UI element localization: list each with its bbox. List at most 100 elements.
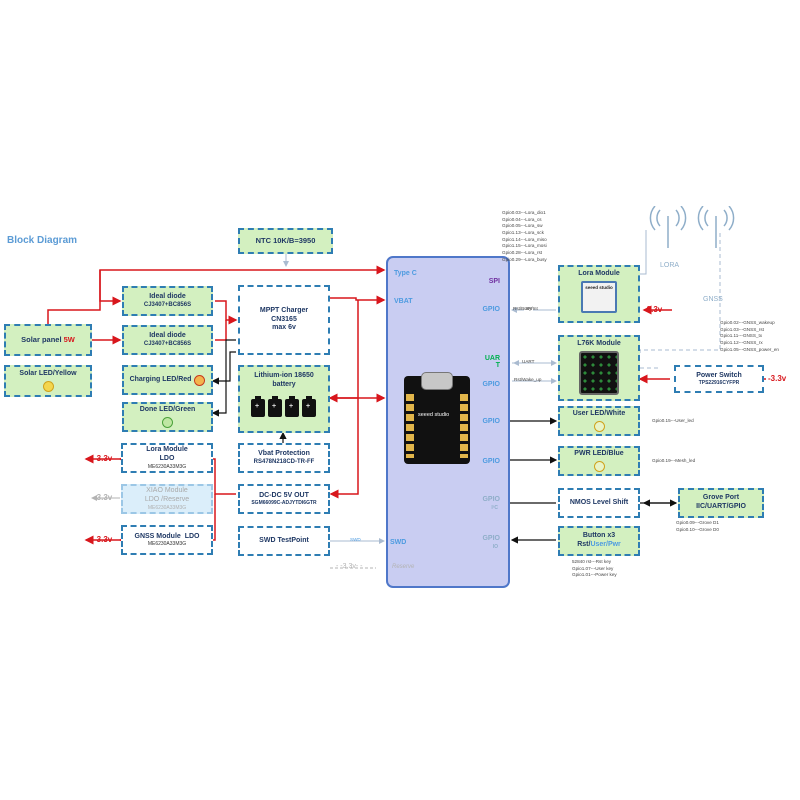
gnss-antenna-icon	[697, 206, 735, 248]
pin-uart-text2: T	[495, 362, 500, 369]
grove-pin-notes: Gpio0.09---Grove D1 Gpio0.10---Grove D0	[676, 520, 719, 533]
page-title: Block Diagram	[7, 235, 78, 246]
xiao-ldo-part: ME6230A33M3G	[147, 504, 187, 511]
swd-wire-label: SWD	[350, 537, 361, 542]
user-led-label: User LED/White	[572, 410, 626, 418]
led-icon	[593, 420, 605, 432]
note-line: Gpio1.15---Lora_mosi	[502, 243, 547, 249]
spi-wire-label: SPI	[524, 306, 534, 311]
v33-text: 3.3v	[770, 374, 787, 383]
note-line: Gpio1.11---GNSS_tx	[720, 333, 763, 339]
svg-text:+: +	[306, 403, 310, 410]
v33-text: 3.3v	[646, 305, 663, 314]
lora-module-box: Lora Module seeed studio	[558, 265, 640, 323]
gnss-ldo-title: GNSS Module LDO	[135, 533, 200, 542]
battery-icon: + + + +	[251, 395, 316, 417]
note-line: Gpio0.28---Lora_rst	[502, 249, 543, 255]
l76k-module-label: L76K Module	[577, 340, 621, 347]
pin-io: IO	[492, 544, 498, 550]
ntc-label: NTC 10K/B=3950	[255, 236, 316, 246]
charger-line2: CN3165	[271, 315, 297, 323]
grove-line1: Grove Port	[702, 494, 740, 502]
xiao-ldo-3v3-label: -3.3v	[94, 493, 113, 502]
pin-i2c: I²C	[491, 505, 498, 511]
v33-text: 3.3v	[96, 535, 113, 544]
gnss-ldo-3v3-label: -3.3v	[94, 535, 113, 544]
nmos-label: NMOS Level Shift	[569, 498, 629, 506]
led-icon	[162, 416, 173, 428]
gnss-ldo-title-text: GNSS Module	[134, 532, 181, 540]
pin-uart-text: UAR	[484, 355, 500, 362]
grove-line2: IIC/UART/GPIO	[696, 503, 746, 510]
button-line2b: User/Pwr	[590, 541, 621, 548]
power-switch-3v3-label: -3.3v	[768, 374, 787, 383]
rst-wake-wire-label: Rst/Wake_up	[514, 377, 542, 382]
note-line: Gpio0.05---Lora_sw	[502, 223, 543, 229]
charger-line3: max 6v	[272, 324, 296, 332]
ideal-diode-2-box: Ideal diode CJ3407+BC856S	[122, 325, 213, 355]
pin-gpio-5: GPIO	[482, 496, 500, 503]
done-led-box: Done LED/Green	[122, 402, 213, 432]
lora-pin-notes: Gpio0.03---Lora_dio1 Gpio0.04---Lora_cs …	[502, 210, 547, 263]
v33-text: 3.3v	[96, 454, 113, 463]
pin-vbat: VBAT	[394, 298, 413, 305]
note-line: Gpio0.09---Grove D1	[676, 520, 719, 525]
note-line: Gpio0.10---Grove D0	[676, 526, 719, 532]
l76k-chip-image	[579, 350, 619, 395]
button-pin-notes: 52840 rst---Rst key Gpio1.07---User key …	[572, 559, 617, 579]
ideal-diode-1-title: Ideal diode	[149, 292, 186, 300]
note-line: Gpio1.03---GNSS_rst	[720, 326, 764, 332]
led-icon	[42, 380, 54, 392]
pin-type-c: Type C	[394, 270, 417, 277]
pin-reserve: Reserve	[392, 564, 415, 570]
xiao-ldo-title: XIAO Module	[146, 487, 188, 495]
swd-testpoint-label: SWD TestPoint	[259, 536, 309, 544]
pwr-led-box: PWR LED/Blue	[558, 446, 640, 476]
mesh-led-note: Gpio0.19---Mesh_led	[652, 458, 696, 463]
button-line2: Rst/User/Pwr	[577, 541, 621, 550]
gnss-ldo-part: ME6230A33M3G	[147, 541, 187, 548]
note-line: Gpio1.14---Lora_miso	[502, 236, 547, 242]
chip-pads-left	[406, 394, 414, 458]
dcdc-line2: SGM66099C-ADJYTDI6GTR	[251, 500, 317, 507]
usb-c-connector	[421, 372, 453, 390]
rst-busy-int-label: Rst/Busy/Int	[513, 306, 538, 311]
svg-text:+: +	[289, 403, 293, 410]
vbat-protection-box: Vbat Protection RS478N218CD-TR-FF	[238, 443, 330, 473]
charger-line1: MPPT Charger	[259, 306, 309, 314]
lora-ldo-part: ME6230A33M3G	[147, 463, 187, 470]
lora-module-label: Lora Module	[578, 270, 620, 277]
note-line: 52840 rst---Rst key	[572, 559, 612, 564]
button-line2a: Rst/	[577, 541, 591, 548]
chip-brand: seeed studio	[418, 412, 450, 418]
pin-gpio-2: GPIO	[482, 381, 500, 388]
charging-led-box: Charging LED/Red	[122, 365, 213, 395]
ideal-diode-1-part: CJ3407+BC856S	[143, 301, 192, 308]
battery-box: Lithium-ion 18650 battery ++++	[238, 365, 330, 433]
pwr-led-label: PWR LED/Blue	[574, 450, 624, 458]
done-led-label: Done LED/Green	[139, 406, 196, 414]
lora-ldo-title: Lora Module	[146, 446, 188, 454]
charging-led-label: Charging LED/Red	[129, 375, 192, 383]
grove-port-box: Grove Port IIC/UART/GPIO	[678, 488, 764, 518]
lora-antenna-icon	[649, 206, 687, 248]
xiao-ldo-title2: LDO /Reserve	[144, 495, 190, 503]
svg-text:+: +	[272, 403, 276, 410]
note-line: Gpio0.29---Lora_busy	[502, 256, 547, 262]
user-led-note: Gpio0.15---User_led	[652, 418, 694, 423]
ntc-thermistor-box: NTC 10K/B=3950	[238, 228, 333, 254]
solar-panel-box: Solar panel 5W	[4, 324, 92, 356]
lora-ldo-title2: LDO	[159, 454, 175, 462]
svg-text:+: +	[255, 403, 259, 410]
v33-text: 3.3v	[96, 493, 113, 502]
lora-ldo-box: Lora Module LDO ME6230A33M3G	[121, 443, 213, 473]
note-line: Gpio1.13---Lora_sck	[502, 229, 544, 235]
dcdc-line1: DC-DC 5V OUT	[259, 491, 309, 499]
note-line: Gpio0.02---GNSS_wakeup	[720, 320, 775, 325]
button-line1: Button x3	[582, 532, 616, 540]
pin-gpio-4: GPIO	[482, 458, 500, 465]
led-icon	[194, 374, 206, 386]
lora-chip-image: seeed studio	[581, 280, 617, 313]
lora-ldo-3v3-label: -3.3v	[94, 454, 113, 463]
